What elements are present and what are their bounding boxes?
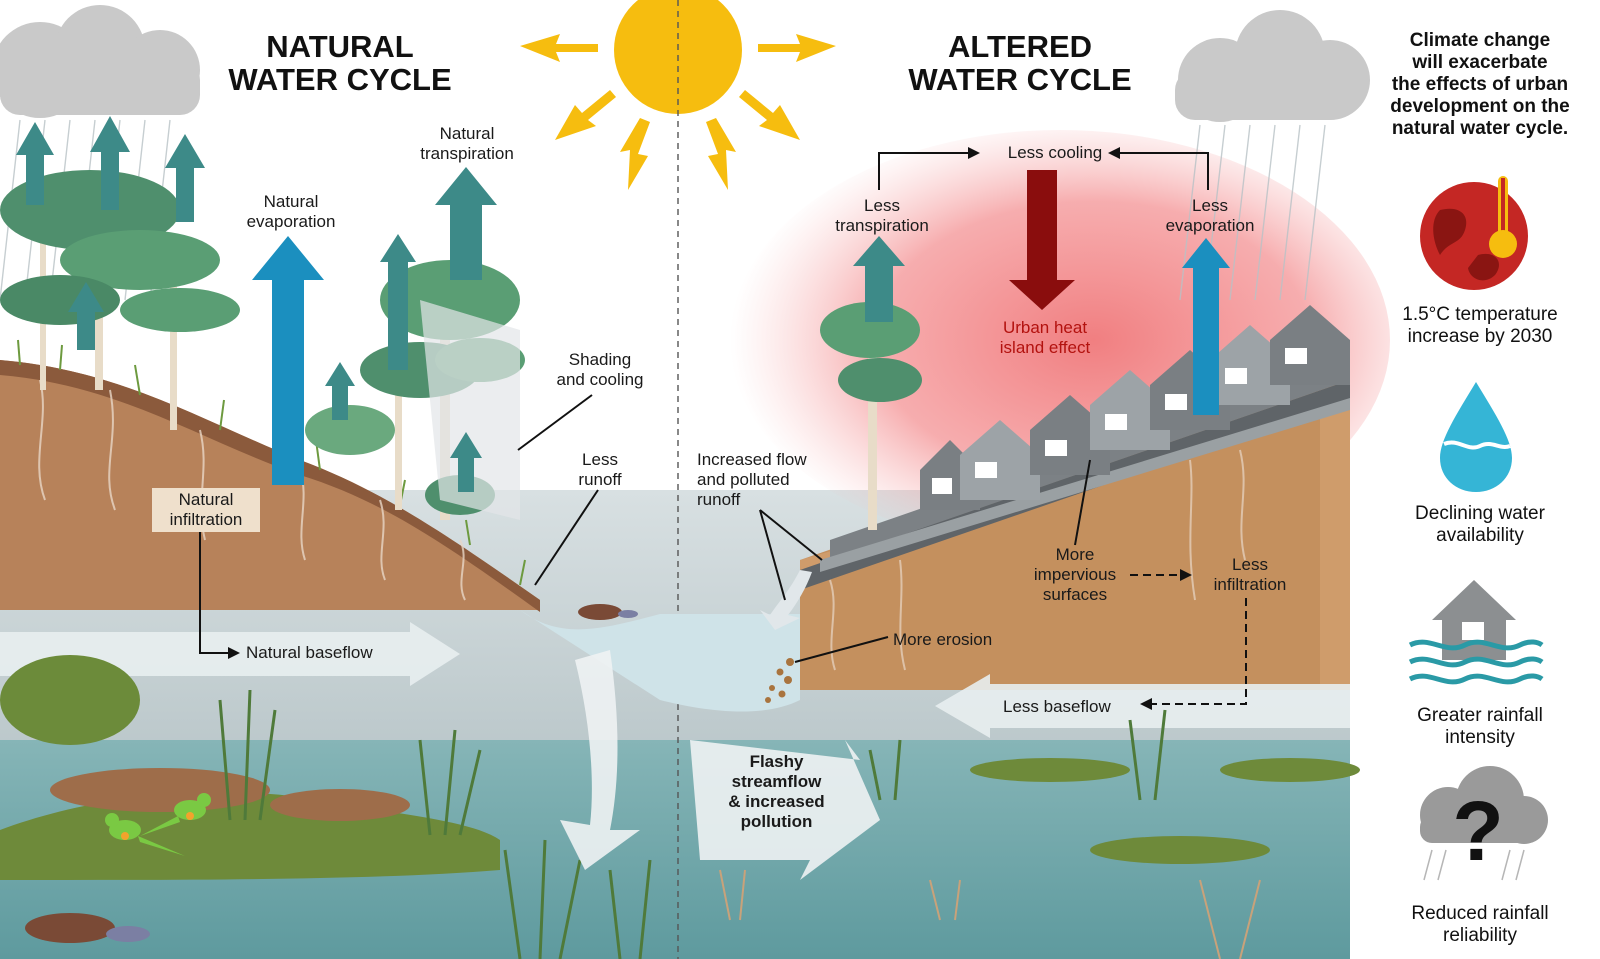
natural-evaporation-label: Natural evaporation xyxy=(246,192,336,231)
altered-tree xyxy=(820,302,922,530)
globe-thermometer-icon xyxy=(1420,176,1528,290)
svg-text:?: ? xyxy=(1452,784,1503,878)
evaporation-arrow-natural xyxy=(252,236,324,485)
erosion-debris xyxy=(765,658,794,703)
flooded-house-icon xyxy=(1408,580,1544,685)
natural-soil-bank xyxy=(0,360,540,610)
rainfall-intensity-caption: Greater rainfall intensity xyxy=(1417,705,1543,748)
less-transpiration-label: Less transpiration xyxy=(835,196,929,235)
less-baseflow-label: Less baseflow xyxy=(1003,697,1111,716)
less-evaporation-label: Less evaporation xyxy=(1165,196,1255,235)
temperature-caption: 1.5°C temperature increase by 2030 xyxy=(1402,304,1558,347)
cloud-right xyxy=(1175,10,1370,122)
rainfall-reliability-caption: Reduced rainfall reliability xyxy=(1411,903,1549,946)
suburban-houses xyxy=(920,305,1350,510)
flashy-streamflow-arrow xyxy=(690,740,880,880)
stream-flow-arrow-natural xyxy=(560,650,640,870)
altered-cycle-title: ALTERED WATER CYCLE xyxy=(908,29,1132,97)
water-drop-icon xyxy=(1440,382,1512,492)
transpiration-arrow-main xyxy=(435,167,497,280)
water-availability-caption: Declining water availability xyxy=(1415,503,1545,546)
platypus-icon xyxy=(25,604,638,943)
natural-baseflow-label: Natural baseflow xyxy=(246,643,373,662)
transpiration-arrow-altered xyxy=(853,236,905,322)
less-runoff-label: Less runoff xyxy=(578,450,622,489)
annotation-lines xyxy=(199,394,1247,705)
shading-cone xyxy=(420,300,520,520)
sidebar-title: Climate change will exacerbate the effec… xyxy=(1390,30,1570,139)
river-surface xyxy=(520,610,800,712)
natural-riparian-vegetation xyxy=(0,655,652,959)
evaporation-arrow-altered xyxy=(1182,238,1230,415)
shading-cooling-label: Shading and cooling xyxy=(556,350,644,389)
natural-cycle-title: NATURAL WATER CYCLE xyxy=(228,29,452,97)
urban-heat-arrow xyxy=(1009,170,1075,310)
altered-riparian-vegetation xyxy=(719,709,1360,959)
transpiration-arrows-natural xyxy=(16,116,497,492)
increased-flow-label: Increased flow and polluted runoff xyxy=(697,450,807,509)
less-cooling-connectors xyxy=(878,152,1209,190)
more-erosion-label: More erosion xyxy=(893,630,993,649)
natural-infiltration-label: Natural infiltration xyxy=(152,488,260,532)
flashy-streamflow-label: Flashy streamflow & increased pollution xyxy=(728,752,825,831)
less-infiltration-label: Less infiltration xyxy=(1213,555,1287,594)
cloud-left xyxy=(0,5,200,118)
altered-soil-roots xyxy=(829,449,1246,671)
parrot-icons xyxy=(105,793,211,856)
impervious-surfaces-label: More impervious surfaces xyxy=(1033,545,1117,604)
less-cooling-label: Less cooling xyxy=(1007,143,1103,162)
runoff-arrow xyxy=(760,570,812,630)
question-cloud-icon: ? xyxy=(1420,766,1548,881)
natural-transpiration-label: Natural transpiration xyxy=(420,124,514,163)
urban-heat-island-label: Urban heat island effect xyxy=(999,318,1091,357)
